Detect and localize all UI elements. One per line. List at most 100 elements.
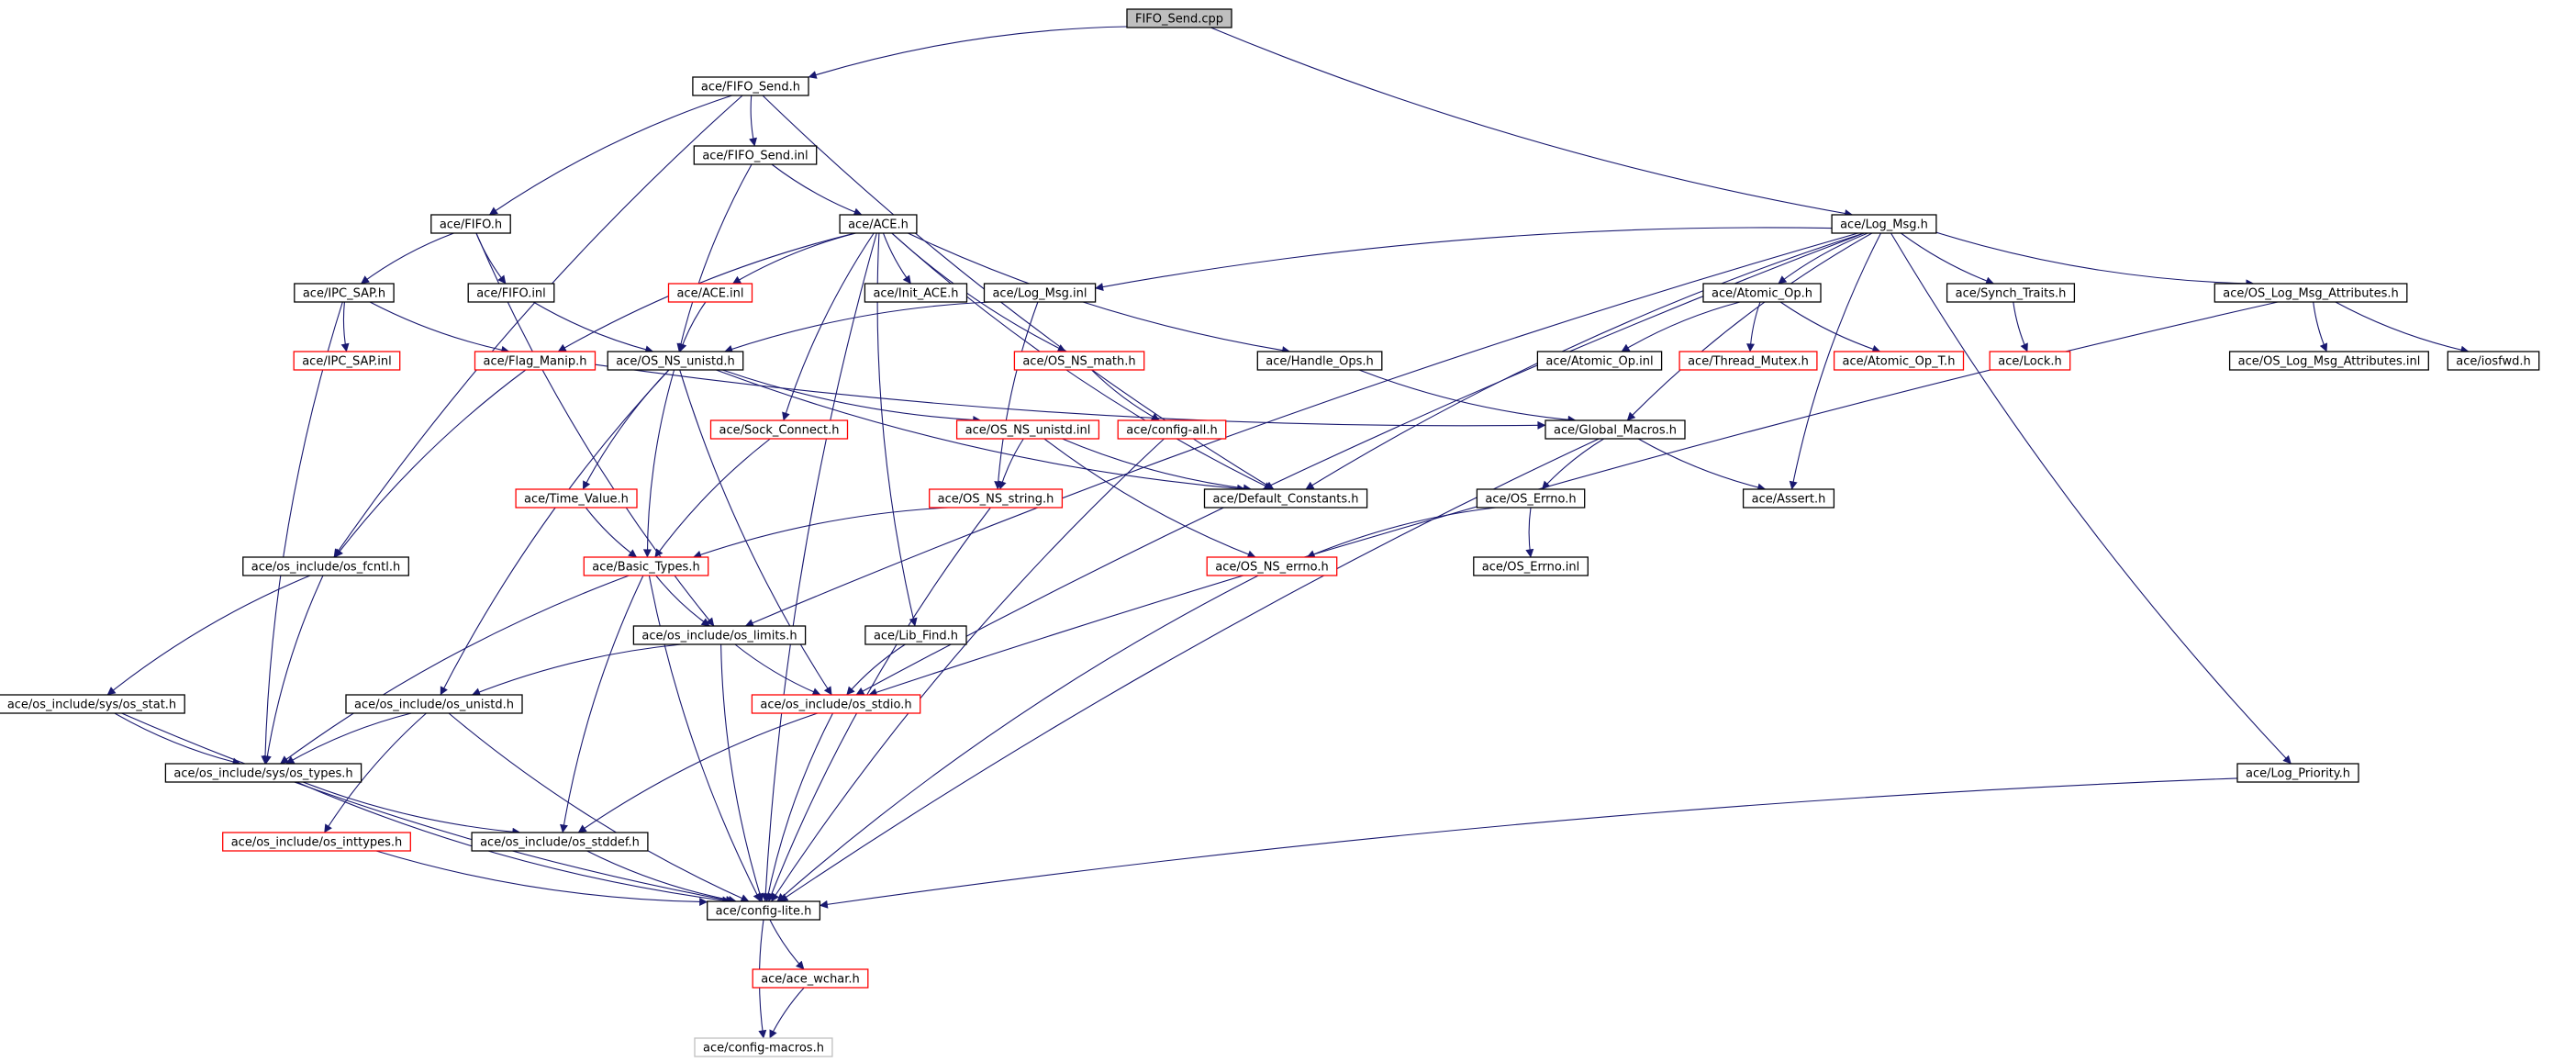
node-label: ace/OS_NS_math.h	[1022, 355, 1135, 369]
node-os-ns-unistd-inl[interactable]: ace/OS_NS_unistd.inl	[955, 419, 1100, 440]
node-thread-mutex-h[interactable]: ace/Thread_Mutex.h	[1678, 351, 1818, 371]
node-global-macros-h[interactable]: ace/Global_Macros.h	[1544, 419, 1686, 440]
node-ipc-sap-inl[interactable]: ace/IPC_SAP.inl	[293, 351, 401, 371]
node-label: ace/iosfwd.h	[2456, 355, 2530, 369]
node-os-ns-math-h[interactable]: ace/OS_NS_math.h	[1013, 351, 1145, 371]
edge-fifo-send-h-to-os-fcntl-h	[333, 95, 743, 558]
node-config-macros-h[interactable]: ace/config-macros.h	[694, 1037, 833, 1057]
edge-os-stat-h-to-os-types-h	[114, 712, 241, 766]
node-box	[2228, 351, 2429, 371]
node-default-constants-h[interactable]: ace/Default_Constants.h	[1203, 488, 1368, 509]
node-handle-ops-h[interactable]: ace/Handle_Ops.h	[1256, 351, 1383, 371]
edge-time-value-h-to-basic-types-h	[585, 507, 638, 558]
node-box	[709, 419, 849, 440]
node-fifo-h[interactable]: ace/FIFO.h	[430, 214, 511, 234]
node-ace-inl[interactable]: ace/ACE.inl	[667, 283, 753, 303]
node-log-msg-h[interactable]: ace/Log_Msg.h	[1831, 214, 1937, 234]
node-label: ace/ACE.inl	[676, 287, 743, 301]
edge-log-msg-h-to-os-limits-h	[744, 232, 1858, 627]
node-fifo-inl[interactable]: ace/FIFO.inl	[467, 283, 555, 303]
node-label: ace/FIFO.inl	[476, 287, 546, 301]
node-box	[694, 1037, 833, 1057]
edge-atomic-op-h-to-atomic-op-t-h	[1779, 301, 1881, 353]
node-label: ace/os_include/sys/os_stat.h	[7, 699, 176, 712]
node-os-inttypes-h[interactable]: ace/os_include/os_inttypes.h	[222, 832, 411, 852]
edge-os-ns-errno-h-to-config-lite-h	[776, 575, 1259, 902]
node-config-all-h[interactable]: ace/config-all.h	[1117, 419, 1227, 440]
node-label: ace/Init_ACE.h	[873, 287, 958, 301]
edge-handle-ops-h-to-global-macros-h	[1358, 369, 1577, 424]
node-log-priority-h[interactable]: ace/Log_Priority.h	[2236, 763, 2359, 783]
node-os-stat-h[interactable]: ace/os_include/sys/os_stat.h	[0, 694, 185, 714]
edge-os-errno-h-to-os-errno-inl	[1525, 507, 1534, 558]
node-box	[929, 488, 1064, 509]
edge-os-log-msg-attr-h-to-iosfwd-h	[2335, 301, 2470, 354]
node-os-stdio-h[interactable]: ace/os_include/os_stdio.h	[751, 694, 921, 714]
node-os-errno-h[interactable]: ace/OS_Errno.h	[1476, 488, 1586, 509]
node-time-value-h[interactable]: ace/Time_Value.h	[515, 488, 638, 509]
node-fifo-send-h[interactable]: ace/FIFO_Send.h	[692, 76, 809, 96]
edge-log-priority-h-to-config-lite-h	[819, 777, 2238, 909]
edge-ipc-sap-h-to-ipc-sap-inl	[340, 301, 350, 352]
node-ace-wchar-h[interactable]: ace/ace_wchar.h	[752, 968, 869, 989]
node-box	[0, 694, 185, 714]
node-synch-traits-h[interactable]: ace/Synch_Traits.h	[1946, 283, 2076, 303]
node-os-ns-unistd-h[interactable]: ace/OS_NS_unistd.h	[607, 351, 744, 371]
node-os-types-h[interactable]: ace/os_include/sys/os_types.h	[164, 763, 362, 783]
node-lib-find-h[interactable]: ace/Lib_Find.h	[864, 625, 967, 645]
node-os-unistd-h[interactable]: ace/os_include/os_unistd.h	[345, 694, 523, 714]
edge-os-fcntl-h-to-os-stat-h	[106, 575, 311, 696]
node-label: ace/Handle_Ops.h	[1266, 355, 1373, 369]
node-box	[693, 145, 818, 165]
node-log-msg-inl[interactable]: ace/Log_Msg.inl	[983, 283, 1097, 303]
node-basic-types-h[interactable]: ace/Basic_Types.h	[583, 556, 709, 576]
node-fifo-send-inl[interactable]: ace/FIFO_Send.inl	[693, 145, 818, 165]
node-box	[839, 214, 918, 234]
edge-lib-find-h-to-os-stdio-h	[846, 643, 906, 696]
node-fifo-send-cpp[interactable]: FIFO_Send.cpp	[1126, 8, 1232, 28]
node-os-ns-errno-h[interactable]: ace/OS_NS_errno.h	[1206, 556, 1338, 576]
edge-config-lite-h-to-ace-wchar-h	[769, 919, 805, 970]
edge-os-limits-h-to-os-stdio-h	[734, 643, 821, 696]
edge-basic-types-h-to-os-limits-h	[655, 575, 710, 627]
node-box	[1536, 351, 1663, 371]
edge-config-all-h-to-config-lite-h	[771, 438, 1165, 902]
node-iosfwd-h[interactable]: ace/iosfwd.h	[2447, 351, 2540, 371]
edge-basic-types-h-to-os-types-h	[280, 575, 630, 765]
node-atomic-op-inl[interactable]: ace/Atomic_Op.inl	[1536, 351, 1663, 371]
edge-log-msg-inl-to-os-ns-string-h	[994, 301, 1039, 490]
node-label: ace/config-all.h	[1126, 424, 1218, 438]
node-init-ace-h[interactable]: ace/Init_ACE.h	[864, 283, 968, 303]
node-label: ace/config-lite.h	[716, 905, 812, 919]
node-box	[2236, 763, 2359, 783]
node-os-log-msg-attr-inl[interactable]: ace/OS_Log_Msg_Attributes.inl	[2228, 351, 2429, 371]
node-os-ns-string-h[interactable]: ace/OS_NS_string.h	[929, 488, 1064, 509]
node-box	[1117, 419, 1227, 440]
node-label: ace/Default_Constants.h	[1212, 493, 1358, 507]
node-flag-manip-h[interactable]: ace/Flag_Manip.h	[474, 351, 597, 371]
node-box	[983, 283, 1097, 303]
node-os-fcntl-h[interactable]: ace/os_include/os_fcntl.h	[242, 556, 409, 576]
node-box	[955, 419, 1100, 440]
node-ipc-sap-h[interactable]: ace/IPC_SAP.h	[294, 283, 395, 303]
node-atomic-op-t-h[interactable]: ace/Atomic_Op_T.h	[1833, 351, 1965, 371]
edge-fifo-send-h-to-fifo-send-inl	[749, 95, 757, 147]
node-os-stddef-h[interactable]: ace/os_include/os_stddef.h	[471, 832, 649, 852]
edge-os-inttypes-h-to-config-lite-h	[375, 850, 708, 906]
node-sock-connect-h[interactable]: ace/Sock_Connect.h	[709, 419, 849, 440]
edge-os-ns-unistd-inl-to-os-ns-string-h	[998, 438, 1024, 490]
node-ace-h[interactable]: ace/ACE.h	[839, 214, 918, 234]
node-os-errno-inl[interactable]: ace/OS_Errno.inl	[1473, 556, 1589, 576]
edge-os-ns-unistd-h-to-os-unistd-h	[440, 369, 670, 696]
node-lock-h[interactable]: ace/Lock.h	[1989, 351, 2071, 371]
node-atomic-op-h[interactable]: ace/Atomic_Op.h	[1702, 283, 1822, 303]
node-config-lite-h[interactable]: ace/config-lite.h	[707, 900, 821, 921]
node-os-limits-h[interactable]: ace/os_include/os_limits.h	[632, 625, 807, 645]
node-os-log-msg-attr-h[interactable]: ace/OS_Log_Msg_Attributes.h	[2214, 283, 2408, 303]
node-box	[583, 556, 709, 576]
edge-flag-manip-h-to-os-fcntl-h	[334, 369, 527, 558]
edge-ace-inl-to-os-ns-unistd-h	[678, 301, 707, 352]
node-box	[1206, 556, 1338, 576]
edge-os-types-h-to-config-lite-h	[296, 781, 731, 905]
node-assert-h[interactable]: ace/Assert.h	[1742, 488, 1835, 509]
